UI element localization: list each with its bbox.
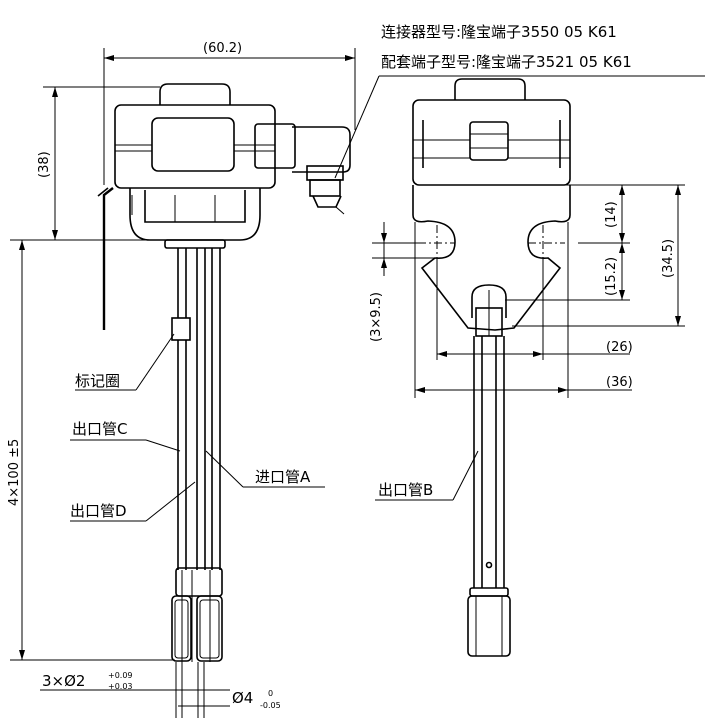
dim-34-5: (34.5) <box>661 239 676 278</box>
dim-pipe-tol-upper: +0.09 <box>108 671 133 680</box>
label-outlet-b: 出口管B <box>378 481 433 499</box>
dim-outer-tol-lower: -0.05 <box>260 701 281 710</box>
dim-15-2: (15.2) <box>604 257 619 296</box>
dim-14: (14) <box>604 201 619 228</box>
dim-outer-diameter: Ø4 <box>232 689 253 707</box>
dim-3x9-5: (3×9.5) <box>369 292 384 342</box>
dim-outer-tol-upper: 0 <box>268 689 273 698</box>
left-view: (60.2) (38) <box>7 41 356 718</box>
label-outlet-c: 出口管C <box>72 420 127 438</box>
terminal-model-text: 配套端子型号:隆宝端子3521 05 K61 <box>381 53 632 71</box>
dim-length-400: 4×100 ±5 <box>7 439 22 506</box>
dim-height-38: (38) <box>37 151 52 178</box>
dim-36: (36) <box>606 375 633 390</box>
dim-pipe-diameter: 3×Ø2 <box>42 672 85 690</box>
dim-width-60: (60.2) <box>203 41 242 56</box>
connector-model-text: 连接器型号:隆宝端子3550 05 K61 <box>381 23 617 41</box>
dim-26: (26) <box>606 340 633 355</box>
connector-leader <box>334 75 380 179</box>
dim-pipe-tol-lower: +0.03 <box>108 682 133 691</box>
label-outlet-d: 出口管D <box>70 502 127 520</box>
right-view: (14) (15.2) (34.5) (3×9.5) (26) (36) 出口管… <box>369 78 685 657</box>
label-marker-ring: 标记圈 <box>75 372 120 390</box>
label-inlet-a: 进口管A <box>255 468 311 486</box>
